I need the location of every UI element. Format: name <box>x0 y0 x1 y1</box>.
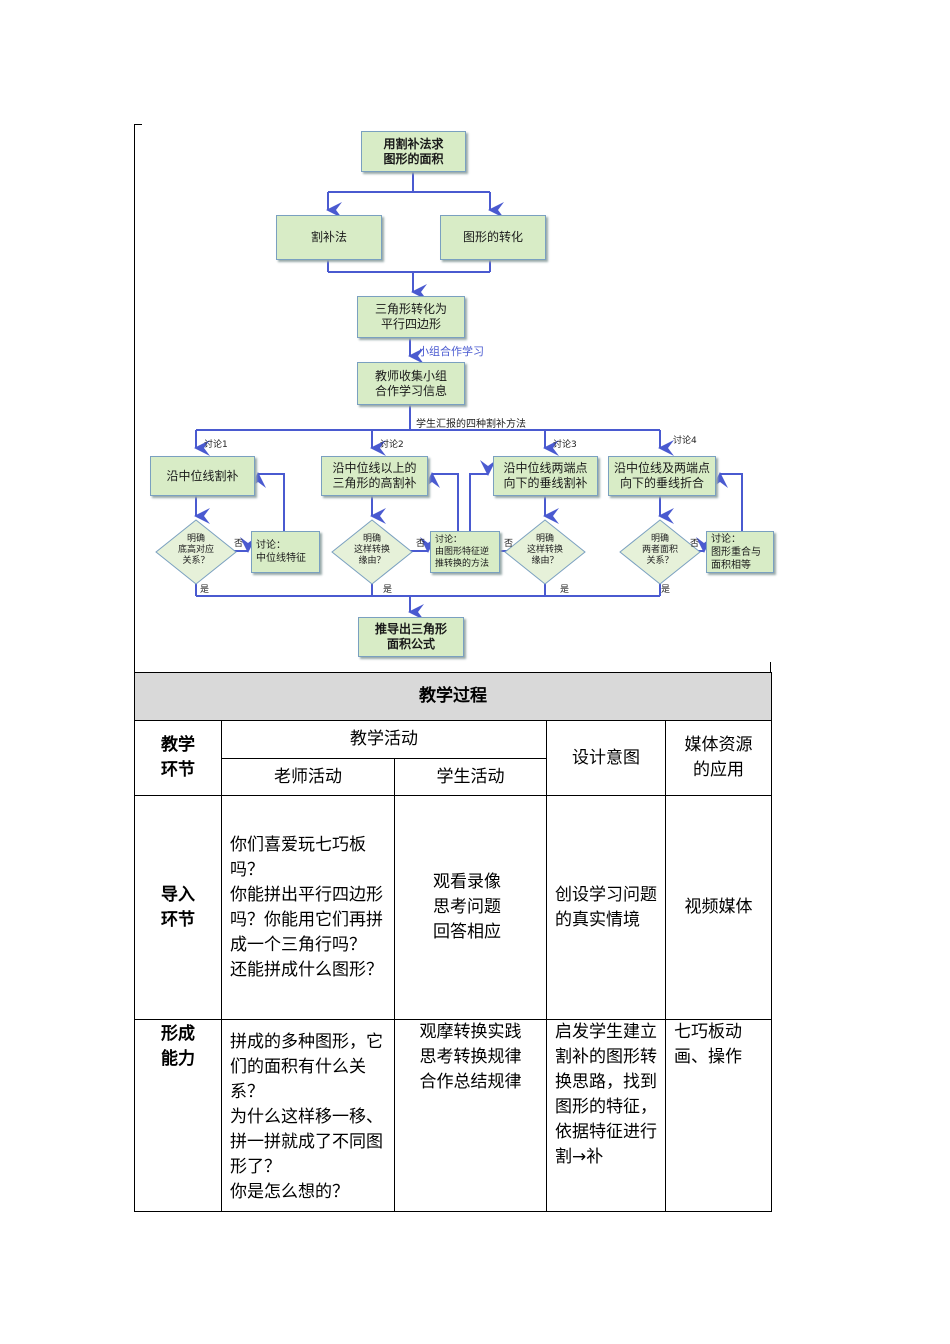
lesson-table: 教学过程 教学 环节 教学活动 设计意图 媒体资源 的应用 老师活动 学生活动 … <box>133 672 773 1212</box>
frame-left-border <box>134 124 135 672</box>
decision-text: 明确 底高对应 关系？ <box>177 534 214 566</box>
side-discussion-box: 讨论： 中位线特征 <box>251 531 320 573</box>
discussion-label: 讨论2 <box>380 440 404 450</box>
side-discussion-box: 讨论： 图形重合与 面积相等 <box>706 531 774 573</box>
yes-label: 是 <box>560 585 570 595</box>
row-section: 导入 环节 <box>134 795 222 1020</box>
no-label: 否 <box>690 539 700 549</box>
flow-result-box: 推导出三角形 面积公式 <box>358 617 464 657</box>
discussion-label: 讨论4 <box>673 436 697 446</box>
method-box: 沿中位线割补 <box>150 456 255 496</box>
method-box: 沿中位线以上的 三角形的高割补 <box>321 456 428 496</box>
header-student: 学生活动 <box>394 758 547 796</box>
flow-collect-box: 教师收集小组 合作学习信息 <box>357 362 465 405</box>
decision-diamond <box>619 519 701 585</box>
decision-text: 明确 这样转换 缘由？ <box>353 534 390 566</box>
row-media: 七巧板动画、操作 <box>664 1019 773 1212</box>
flow-right-branch: 图形的转化 <box>440 215 546 260</box>
row-teacher: 你们喜爱玩七巧板吗？ 你能拼出平行四边形吗？你能用它们再拼成一个三角行吗？ 还能… <box>221 795 395 1020</box>
side-discussion-box: 讨论： 由图形特征逆 推转换的方法 <box>430 531 500 573</box>
yes-label: 是 <box>200 585 210 595</box>
yes-label: 是 <box>383 585 393 595</box>
method-box: 沿中位线两端点 向下的垂线割补 <box>493 456 598 496</box>
report-label: 学生汇报的四种割补方法 <box>416 419 526 430</box>
flow-convert-box: 三角形转化为 平行四边形 <box>357 296 465 338</box>
table-row: 导入 环节 你们喜爱玩七巧板吗？ 你能拼出平行四边形吗？你能用它们再拼成一个三角… <box>134 795 773 1020</box>
row-student: 观摩转换实践 思考转换规律 合作总结规律 <box>394 1019 547 1212</box>
no-label: 否 <box>504 539 514 549</box>
decision-diamond <box>504 519 586 585</box>
row-media: 视频媒体 <box>664 795 773 1020</box>
frame-right-border <box>770 662 771 674</box>
discussion-label: 讨论1 <box>204 440 228 450</box>
row-design: 创设学习问题的真实情境 <box>546 795 666 1020</box>
no-label: 否 <box>416 539 426 549</box>
table-title: 教学过程 <box>133 672 773 721</box>
decision-text: 明确 这样转换 缘由？ <box>526 534 563 566</box>
flow-start-box: 用割补法求 图形的面积 <box>361 131 466 172</box>
header-design: 设计意图 <box>546 720 666 796</box>
decision-diamond <box>155 519 237 585</box>
frame-corner <box>134 124 142 125</box>
discussion-label: 讨论3 <box>553 440 577 450</box>
flowchart-connectors <box>155 172 743 620</box>
row-design: 启发学生建立割补的图形转换思路，找到图形的特征，依据特征进行割→补 <box>546 1019 666 1212</box>
method-box: 沿中位线及两端点 向下的垂线折合 <box>608 456 716 496</box>
header-section: 教学 环节 <box>134 720 222 796</box>
flow-left-branch: 割补法 <box>276 215 382 260</box>
header-activity: 教学活动 <box>221 720 547 759</box>
decision-diamond <box>331 519 413 585</box>
row-student: 观看录像 思考问题 回答相应 <box>394 795 547 1020</box>
header-teacher: 老师活动 <box>221 758 395 796</box>
decision-text: 明确 两者面积 关系？ <box>641 534 678 566</box>
header-media: 媒体资源 的应用 <box>664 720 773 796</box>
table-row: 形成 能力 拼成的多种图形，它们的面积有什么关系？ 为什么这样移一移、拼一拼就成… <box>134 1019 773 1212</box>
no-label: 否 <box>234 539 244 549</box>
group-label: 小组合作学习 <box>418 345 484 358</box>
row-section: 形成 能力 <box>134 1019 222 1212</box>
yes-label: 是 <box>661 585 671 595</box>
row-teacher: 拼成的多种图形，它们的面积有什么关系？ 为什么这样移一移、拼一拼就成了不同图形了… <box>221 1019 395 1212</box>
